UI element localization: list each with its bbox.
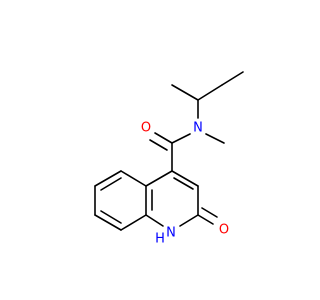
bond-ethyl-terminal [221, 71, 244, 86]
bond-n1-c8a [145, 214, 164, 227]
bond-benzo-2-inner [100, 177, 122, 191]
bond-benzo-4-inner [100, 210, 122, 224]
bond-c4-c3 [171, 170, 199, 187]
keto-oxygen-label: O [219, 223, 229, 238]
bond-keto-double-1 [197, 214, 214, 225]
ring-nitrogen-label: N [166, 226, 176, 241]
bond-benzo-2 [94, 170, 122, 187]
bond-methine-to-methyl [171, 84, 199, 101]
bond-c2-n1 [179, 214, 199, 227]
bond-benzo-5 [120, 214, 147, 231]
bond-set [94, 71, 244, 231]
bond-c4-c3-inner [173, 177, 194, 190]
bond-benzo-4 [94, 214, 122, 231]
bond-benzo-1 [120, 170, 147, 187]
bond-n-to-methyl [205, 133, 225, 144]
ring-nitrogen-h-label: H [155, 232, 165, 247]
structure-drawing: O N H N O [94, 71, 244, 247]
amide-oxygen-label: O [141, 121, 151, 136]
bond-carbonyl-double-2 [149, 139, 168, 151]
molecule-canvas: O N H N O [94, 71, 244, 247]
bond-ethyl-to-methine [197, 84, 223, 101]
amide-nitrogen-label: N [193, 121, 203, 136]
bond-carbonyl-double-1 [154, 132, 173, 144]
bond-c4a-c4 [145, 170, 173, 187]
bond-n-to-carbonyl [171, 133, 191, 144]
bond-keto-double-2 [201, 207, 218, 218]
